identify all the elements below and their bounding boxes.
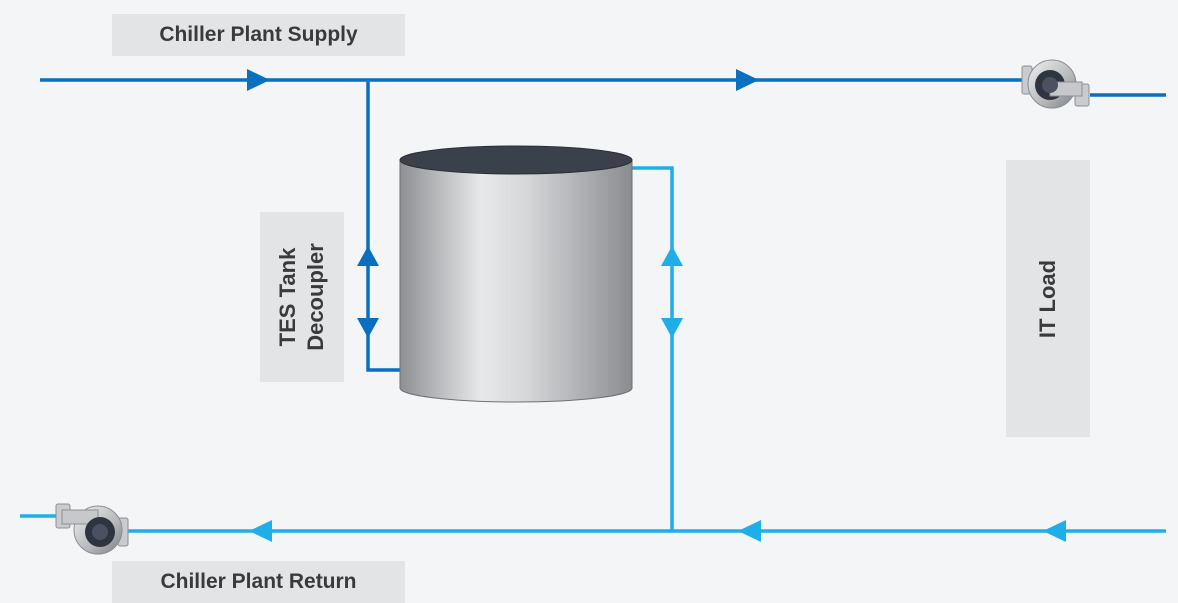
flow-arrow-icon xyxy=(247,69,270,91)
tes-tank-icon xyxy=(399,145,633,403)
flow-arrow-icon xyxy=(357,246,379,266)
flow-arrow-icon xyxy=(736,69,759,91)
flow-arrow-icon xyxy=(661,246,683,266)
tes-label-line1: TES Tank xyxy=(275,247,300,347)
chiller-plant-return-label: Chiller Plant Return xyxy=(112,561,405,603)
tes-label-line2: Decoupler xyxy=(303,243,328,351)
return-pipe xyxy=(20,166,1166,533)
flow-arrow-icon xyxy=(661,318,683,338)
flow-arrow-icon xyxy=(1043,520,1066,542)
flow-arrow-icon xyxy=(357,318,379,338)
chiller-plant-supply-label: Chiller Plant Supply xyxy=(112,14,405,56)
return-pump-icon xyxy=(55,503,129,555)
return-label-text: Chiller Plant Return xyxy=(160,570,357,593)
supply-pump-icon xyxy=(1021,59,1090,109)
flow-arrow-icon xyxy=(249,520,272,542)
it-load-label: IT Load xyxy=(1006,160,1090,437)
supply-pipe xyxy=(40,78,1166,372)
tes-tank-decoupler-label: TES Tank Decoupler xyxy=(260,212,344,382)
flow-arrow-icon xyxy=(738,520,761,542)
it-load-text: IT Load xyxy=(1035,259,1060,338)
supply-label-text: Chiller Plant Supply xyxy=(159,23,358,46)
tes-label-rotated: TES Tank Decoupler xyxy=(274,243,330,351)
